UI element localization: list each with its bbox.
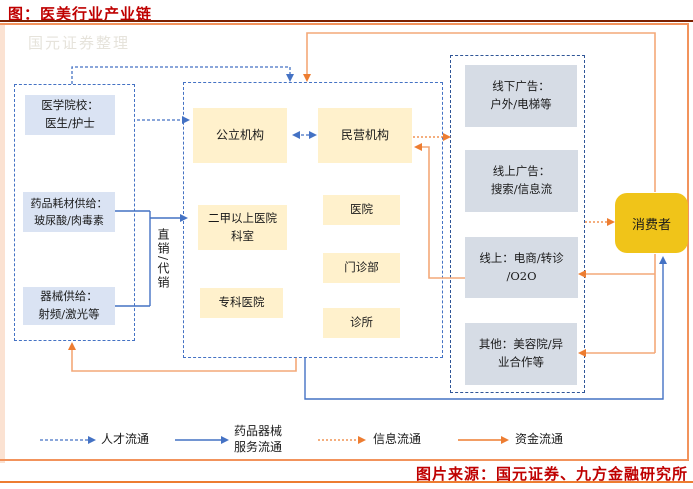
box-drug-supply: 药品耗材供给： 玻尿酸/肉毒素	[23, 192, 115, 232]
legend-talent-flow-label: 人才流通	[101, 432, 150, 446]
sales-mode-label: 直销/代销	[156, 228, 170, 291]
box-public-institutions: 公立机构	[193, 108, 287, 163]
box-grade2a-departments: 二甲以上医院 科室	[198, 205, 287, 250]
legend-capital-flow-label: 资金流通	[515, 432, 564, 446]
box-private-institutions: 民营机构	[318, 108, 412, 163]
diagram-frame	[0, 23, 689, 461]
box-clinic: 诊所	[323, 308, 400, 338]
legend-info-flow-label: 信息流通	[373, 432, 422, 446]
legend-product-service-flow-label: 药品器械 服务流通	[234, 424, 283, 454]
box-consumer: 消费者	[615, 193, 688, 253]
frame-left-band	[0, 23, 5, 463]
box-hospital: 医院	[323, 195, 400, 225]
page-title: 图：医美行业产业链	[8, 5, 153, 23]
watermark: 国元证券整理	[28, 34, 131, 52]
box-outpatient-department: 门诊部	[323, 253, 400, 283]
footer-divider-line	[0, 481, 693, 483]
box-specialized-hospitals: 专科医院	[200, 288, 283, 318]
source-note: 图片来源：国元证券、九方金融研究所	[415, 465, 688, 483]
box-medical-schools: 医学院校： 医生/护士	[25, 95, 115, 135]
box-online-ecommerce: 线上：电商/转诊 /O2O	[465, 237, 578, 298]
title-underline	[0, 20, 693, 22]
box-other-channels: 其他：美容院/异 业合作等	[465, 323, 577, 385]
box-online-ads: 线上广告： 搜索/信息流	[465, 150, 578, 212]
box-device-supply: 器械供给： 射频/激光等	[23, 287, 115, 325]
box-offline-ads: 线下广告： 户外/电梯等	[465, 65, 577, 127]
